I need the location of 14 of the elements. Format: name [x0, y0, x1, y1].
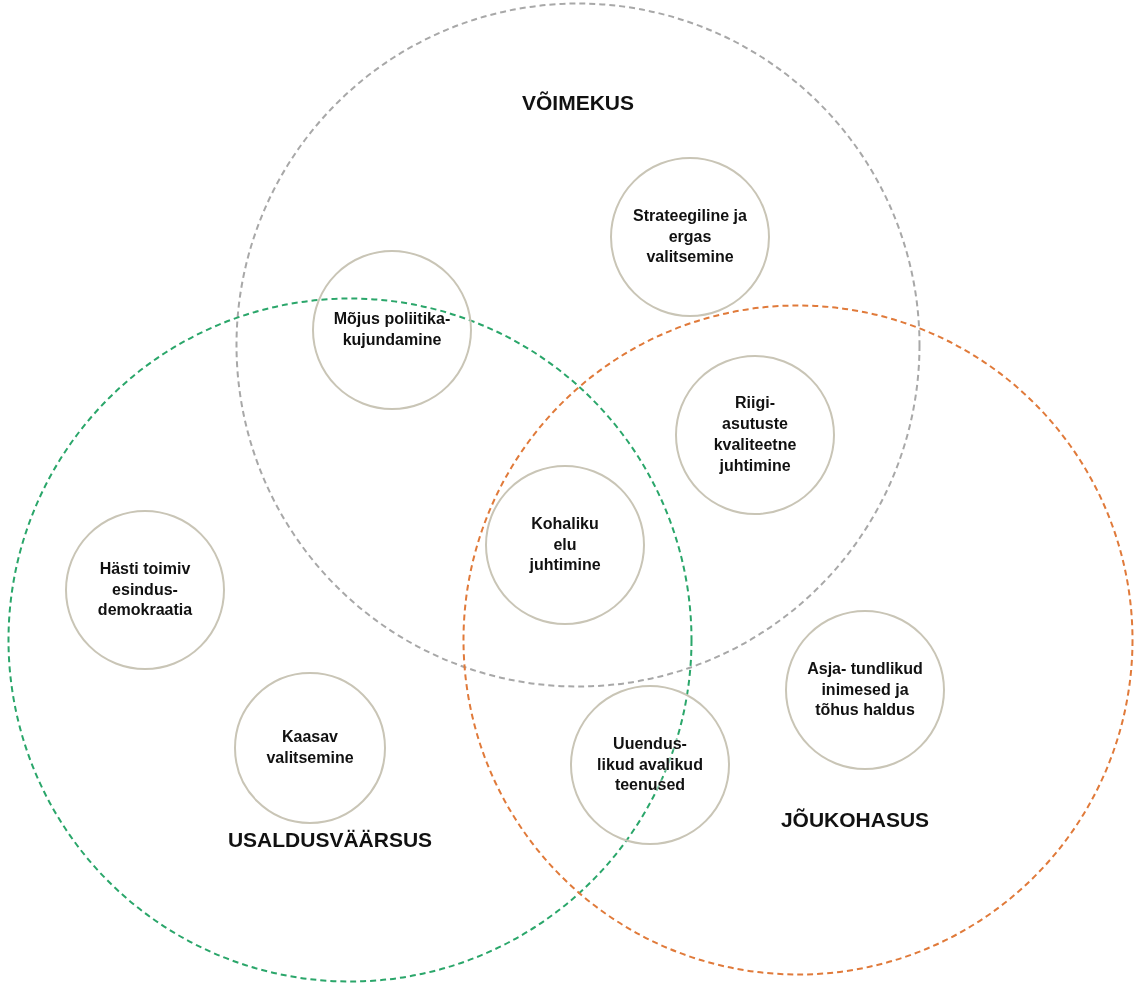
circle-label: Strateegiline ja ergas valitsemine: [632, 205, 748, 268]
circle-node: [234, 672, 386, 824]
circle-node: [675, 355, 835, 515]
circle-node: [65, 510, 225, 670]
circle-label: Riigi- asutuste kvaliteetne juhtimine: [712, 393, 798, 476]
circle-label: Asja- tundlikud inimesed ja tõhus haldus: [806, 658, 924, 721]
circle-node: [485, 465, 645, 625]
circle-label: Kohaliku elu juhtimine: [528, 513, 602, 576]
circle-label: Kaasav valitsemine: [265, 727, 355, 768]
circle-label: Uuendus- likud avalikud teenused: [596, 733, 704, 796]
circle-label: Hästi toimiv esindus- demokraatia: [96, 558, 194, 621]
dashed-circle: [462, 304, 1134, 976]
circle-label: Mõjus poliitika- kujundamine: [332, 309, 452, 350]
circle-node: [785, 610, 945, 770]
